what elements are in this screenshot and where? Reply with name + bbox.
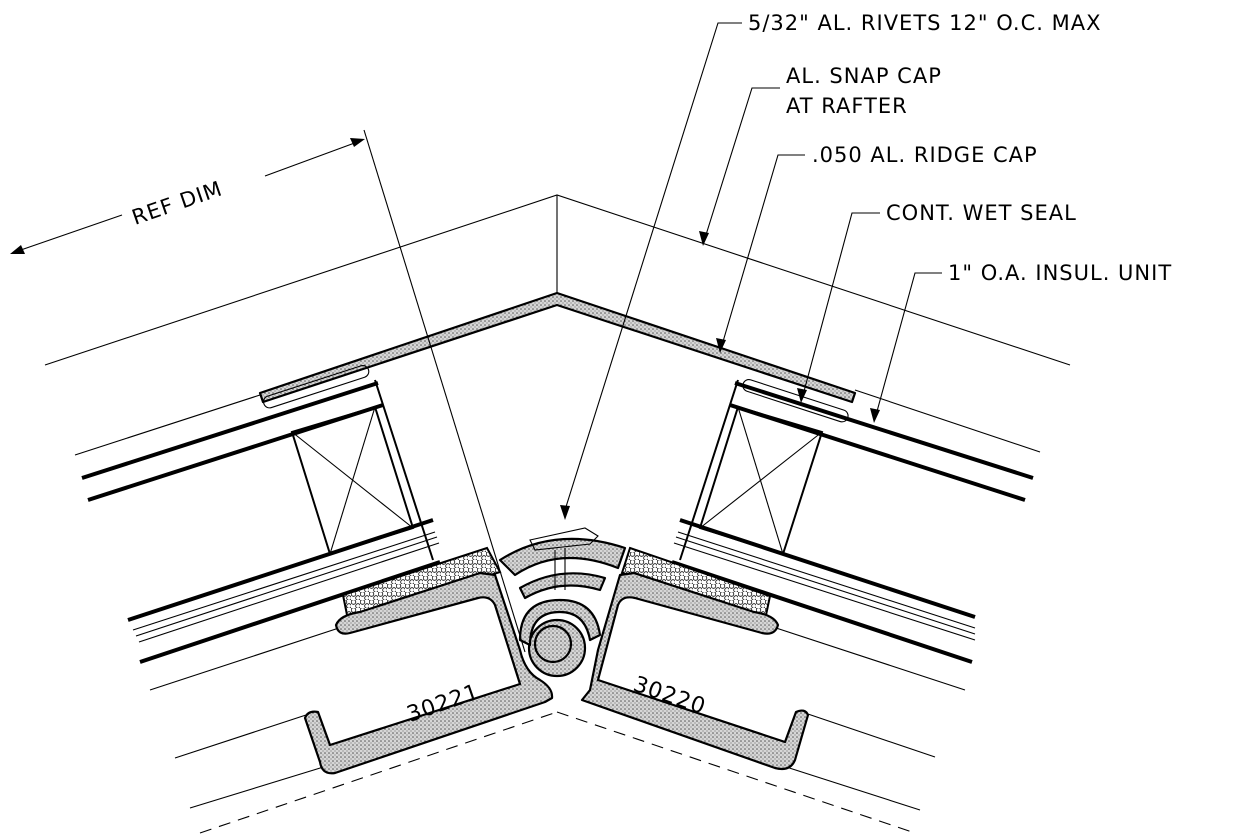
callout-snap-cap-1: AL. SNAP CAP xyxy=(786,64,942,88)
ridge-outline xyxy=(44,194,1071,366)
callout-snap-cap-2: AT RAFTER xyxy=(786,94,908,118)
center-hub xyxy=(518,598,602,678)
snap-cap xyxy=(498,527,627,600)
right-extrusion xyxy=(580,571,810,771)
callout-ridge-cap: .050 AL. RIDGE CAP xyxy=(812,143,1038,167)
callout-ref-dim: REF DIM xyxy=(129,176,226,229)
left-extrusion xyxy=(303,571,554,775)
left-glazing xyxy=(74,379,558,834)
callout-wet-seal: CONT. WET SEAL xyxy=(886,201,1077,225)
leader-lines xyxy=(10,22,942,653)
wet-seal xyxy=(263,365,849,423)
callout-rivets: 5/32" AL. RIVETS 12" O.C. MAX xyxy=(748,11,1101,35)
ridge-cap xyxy=(258,291,857,404)
right-glazing xyxy=(556,379,1041,834)
callout-insul-unit: 1" O.A. INSUL. UNIT xyxy=(948,261,1172,285)
callouts: 5/32" AL. RIVETS 12" O.C. MAX AL. SNAP C… xyxy=(129,11,1172,285)
